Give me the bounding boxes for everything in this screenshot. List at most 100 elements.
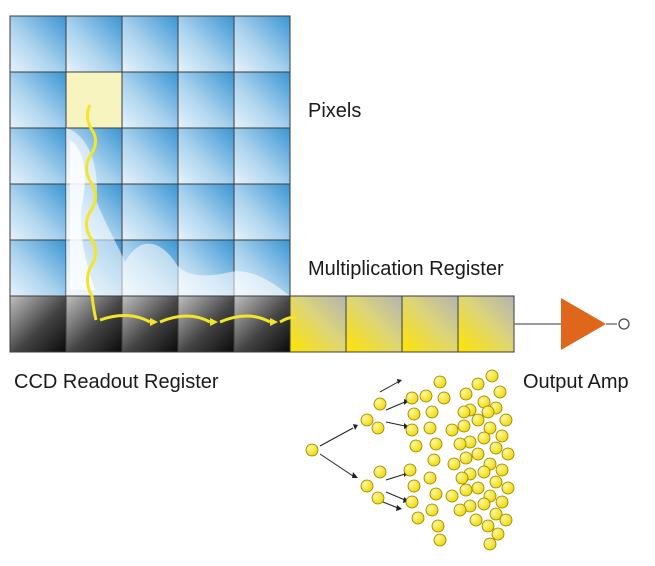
multiplication-register-label: Multiplication Register bbox=[308, 258, 504, 280]
pixel-cell bbox=[177, 71, 235, 129]
electron-multiplication-cascade bbox=[305, 369, 515, 551]
electron-dot bbox=[429, 487, 443, 501]
electron-dot bbox=[425, 405, 439, 419]
electron-dot bbox=[433, 375, 447, 389]
electron-dot bbox=[489, 441, 503, 455]
electron-dot bbox=[471, 413, 485, 427]
electron-dot bbox=[471, 377, 485, 391]
pixel-cell bbox=[121, 71, 179, 129]
electron-dot bbox=[481, 519, 495, 533]
readout-cell bbox=[9, 295, 67, 353]
pixel-cell bbox=[233, 71, 291, 129]
electron-dot bbox=[431, 519, 445, 533]
pixel-cell bbox=[121, 127, 179, 185]
open-circle-terminal-icon bbox=[618, 318, 630, 330]
readout-cell bbox=[233, 295, 291, 353]
pixel-cell bbox=[177, 15, 235, 73]
output-amp-label: Output Amp bbox=[523, 371, 629, 393]
electron-dot bbox=[427, 453, 441, 467]
triangle-amplifier-icon bbox=[561, 298, 606, 350]
pixel-cell bbox=[9, 15, 67, 73]
electron-dot bbox=[405, 423, 419, 437]
electron-dot bbox=[481, 405, 495, 419]
electron-dot bbox=[373, 397, 387, 411]
electron-dot bbox=[459, 387, 473, 401]
electron-dot bbox=[477, 431, 491, 445]
electron-dot bbox=[485, 369, 499, 383]
electron-dot bbox=[447, 457, 461, 471]
electron-dot bbox=[409, 439, 423, 453]
electron-dot bbox=[489, 507, 503, 521]
multiplication-cell bbox=[401, 295, 459, 353]
electron-dot bbox=[429, 437, 443, 451]
electron-dot bbox=[459, 451, 473, 465]
electron-dot bbox=[373, 465, 387, 479]
electron-dot bbox=[493, 385, 507, 399]
readout-cell bbox=[177, 295, 235, 353]
electron-dot bbox=[407, 479, 421, 493]
electron-dot bbox=[433, 533, 447, 547]
electron-dot bbox=[457, 405, 471, 419]
electron-dot bbox=[405, 391, 419, 405]
electron-dot bbox=[453, 503, 467, 517]
electron-dot bbox=[495, 495, 509, 509]
pixel-cell bbox=[9, 127, 67, 185]
multiplication-register bbox=[289, 295, 515, 353]
electron-dot bbox=[455, 471, 469, 485]
electron-dot bbox=[371, 421, 385, 435]
pixel-cell bbox=[9, 239, 67, 297]
pixel-cell bbox=[9, 183, 67, 241]
pixel-cell bbox=[233, 15, 291, 73]
electron-dot bbox=[445, 489, 459, 503]
highlighted-pixel bbox=[65, 71, 123, 129]
electron-dot bbox=[483, 537, 497, 551]
electron-dot bbox=[360, 413, 374, 427]
electron-dot bbox=[491, 527, 505, 541]
electron-dot bbox=[459, 483, 473, 497]
electron-dot bbox=[471, 481, 485, 495]
charge-transfer-path bbox=[85, 104, 297, 326]
electron-dot bbox=[501, 481, 515, 495]
electron-dot bbox=[483, 421, 497, 435]
pixel-cell bbox=[233, 183, 291, 241]
electron-dots bbox=[305, 369, 515, 551]
electron-dot bbox=[360, 479, 374, 493]
electron-dot bbox=[489, 475, 503, 489]
electron-dot bbox=[371, 491, 385, 505]
electron-dot bbox=[501, 447, 515, 461]
multiplication-cell bbox=[345, 295, 403, 353]
electron-dot bbox=[423, 421, 437, 435]
pixel-cell bbox=[65, 15, 123, 73]
ccd-readout-register-label: CCD Readout Register bbox=[14, 371, 219, 393]
pixel-grid bbox=[9, 15, 291, 297]
electron-dot bbox=[495, 429, 509, 443]
pixel-cell bbox=[121, 15, 179, 73]
electron-dot bbox=[495, 463, 509, 477]
electron-dot bbox=[457, 419, 471, 433]
electron-dot bbox=[477, 497, 491, 511]
electron-dot bbox=[499, 513, 513, 527]
electron-dot bbox=[405, 495, 419, 509]
electron-dot bbox=[499, 413, 513, 427]
multiplication-cell bbox=[457, 295, 515, 353]
electron-dot bbox=[423, 471, 437, 485]
pixel-cell bbox=[233, 127, 291, 185]
electron-dot bbox=[477, 465, 491, 479]
electron-dot bbox=[407, 407, 421, 421]
electron-dot bbox=[403, 463, 417, 477]
electron-dot bbox=[469, 513, 483, 527]
pixels-label: Pixels bbox=[308, 100, 362, 122]
electron-dot bbox=[471, 447, 485, 461]
multiplication-cell bbox=[289, 295, 347, 353]
electron-dot bbox=[419, 389, 433, 403]
pixel-cell bbox=[177, 183, 235, 241]
electron-dot bbox=[425, 503, 439, 517]
pixel-cell bbox=[177, 127, 235, 185]
electron-dot bbox=[437, 391, 451, 405]
electron-dot bbox=[411, 511, 425, 525]
pixel-cell bbox=[121, 183, 179, 241]
electron-dot bbox=[305, 443, 319, 457]
electron-dot bbox=[453, 437, 467, 451]
pixel-cell bbox=[9, 71, 67, 129]
